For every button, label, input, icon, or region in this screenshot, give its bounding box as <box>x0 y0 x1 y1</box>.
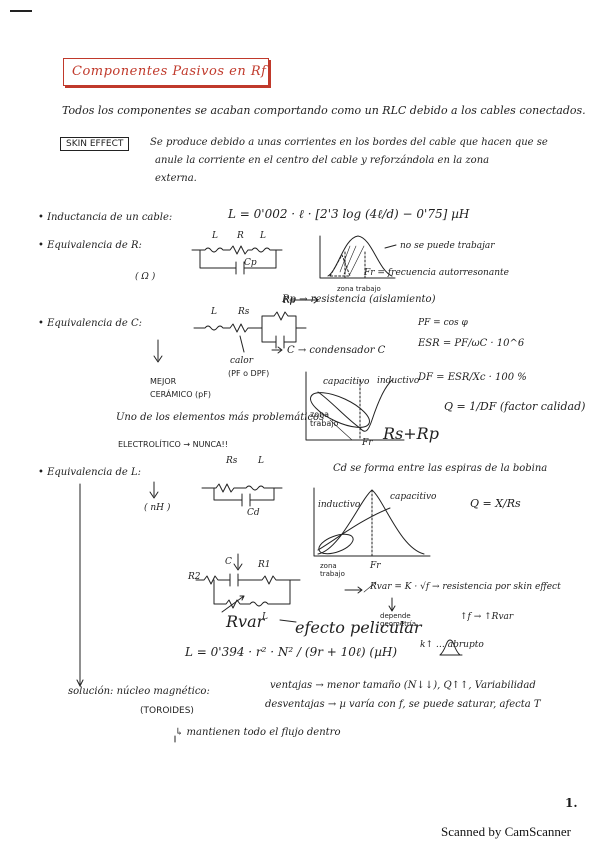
solucion-desventajas: desventajas → µ varía con f, se puede sa… <box>265 699 541 710</box>
c-calor: calor <box>230 356 254 366</box>
l-depende: depende geometría <box>380 612 417 628</box>
solucion-mantienen: ↳ mantienen todo el flujo dentro <box>175 727 341 738</box>
inductancia-formula: L = 0'002 · ℓ · [2'3 log (4ℓ/d) − 0'75] … <box>228 207 470 221</box>
c-ceramico: CERÁMICO (pF) <box>150 390 211 399</box>
l-cd-note: Cd se forma entre las espiras de la bobi… <box>333 463 548 474</box>
solucion-label: solución: núcleo magnético: <box>68 686 210 697</box>
l-k-note: k↑ … abrupto <box>420 640 484 650</box>
l-efecto: efecto pelicular <box>295 618 422 637</box>
corner-mark <box>10 10 32 12</box>
r-equivalent-circuit <box>191 245 283 275</box>
resistencia-label: • Equivalencia de R: <box>38 240 142 251</box>
c-pf: PF = cos φ <box>418 318 468 328</box>
l-response-graph <box>313 487 431 557</box>
c-electrolitico: ELECTROLÍTICO → NUNCA!! <box>118 440 228 449</box>
c-circ-rs: Rs <box>238 307 250 317</box>
c-graph-zona: zona trabajo <box>310 410 339 428</box>
l-up: ↑f → ↑Rvar <box>460 612 514 622</box>
c-mejor: MEJOR <box>150 377 177 386</box>
scanner-watermark: Scanned by CamScanner <box>441 824 571 839</box>
c-condensador: C → condensador C <box>287 345 386 356</box>
inductor-label: • Equivalencia de L: <box>38 467 142 478</box>
solucion-arrows <box>76 483 176 743</box>
solucion-ventajas: ventajas → menor tamaño (N↓↓), Q↑↑, Vari… <box>270 680 536 691</box>
c-graph-rs: Rs+Rp <box>383 424 439 443</box>
capacidad-label: • Equivalencia de C: <box>38 318 143 329</box>
skin-effect-line3: externa. <box>155 173 197 184</box>
inductancia-label: • Inductancia de un cable: <box>38 212 173 223</box>
c-circ-l: L <box>211 307 217 317</box>
l-graph-capacitivo: capacitivo <box>390 492 437 502</box>
l-circ2-r1: R1 <box>258 560 271 570</box>
l-circ-l: L <box>258 456 264 466</box>
title-box <box>63 58 269 86</box>
l-circ2-l: L <box>262 612 268 622</box>
c-df: DF = ESR/Xc · 100 % <box>418 372 527 383</box>
r-rp-note: Rp → resistencia (aislamiento) <box>282 294 436 305</box>
page-number: 1. <box>565 796 578 810</box>
l-circ-cd: Cd <box>247 508 260 518</box>
l-graph-fr: Fr <box>370 561 381 571</box>
r-fr-note: Fr = frecuencia autorresonante <box>364 268 509 278</box>
l-q: Q = X/Rs <box>470 497 521 510</box>
l-graph-zona: zona trabajo <box>320 562 345 578</box>
l-circ2-rvar: Rvar <box>226 612 265 631</box>
r-circ-r: R <box>237 231 244 241</box>
resistencia-unit: ( Ω ) <box>135 272 156 282</box>
c-pf-dpf: (PF o DPF) <box>228 369 270 378</box>
l-circ-rs: Rs <box>226 456 238 466</box>
r-circ-cp: Cp <box>244 258 257 268</box>
c-q: Q = 1/DF (factor calidad) <box>444 400 586 413</box>
skin-effect-line2: anule la corriente en el centro del cabl… <box>155 155 490 166</box>
l-circuit-two <box>195 553 463 656</box>
l-formula: L = 0'394 · r² · N² / (9r + 10ℓ) (µH) <box>185 645 398 659</box>
r-no-trabajar: no se puede trabajar <box>400 241 495 251</box>
l-circ2-c: C <box>225 557 232 567</box>
c-graph-fr: Fr <box>362 438 373 448</box>
l-equivalent-circuit <box>149 481 283 507</box>
c-response-graph <box>305 371 405 441</box>
l-graph-inductivo: inductivo <box>318 500 361 510</box>
c-peores: Uno de los elementos más problemáticos <box>116 412 325 423</box>
r-response-graph <box>319 235 397 279</box>
c-graph-inductivo: inductivo <box>377 376 420 386</box>
page-title: Componentes Pasivos en Rf <box>72 64 267 79</box>
solucion-toroides: (TOROIDES) <box>140 706 194 716</box>
l-circ2-r2: R2 <box>188 572 201 582</box>
c-circ-rp: Rp <box>283 296 296 306</box>
c-equivalent-circuit <box>153 311 307 363</box>
c-esr: ESR = PF/ωC · 10^6 <box>418 338 525 349</box>
r-circ-l2: L <box>260 231 266 241</box>
intro-text: Todos los componentes se acaban comporta… <box>62 104 586 117</box>
r-circ-l1: L <box>212 231 218 241</box>
skin-effect-label: SKIN EFFECT <box>60 137 130 151</box>
c-graph-capacitivo: capacitivo <box>323 377 370 387</box>
r-zona-trabajo: zona trabajo <box>337 285 381 293</box>
inductor-unit: ( nH ) <box>144 503 171 513</box>
skin-effect-line1: Se produce debido a unas corrientes en l… <box>150 137 548 148</box>
l-rvar: Rvar = K · √f → resistencia por skin eff… <box>370 582 561 592</box>
